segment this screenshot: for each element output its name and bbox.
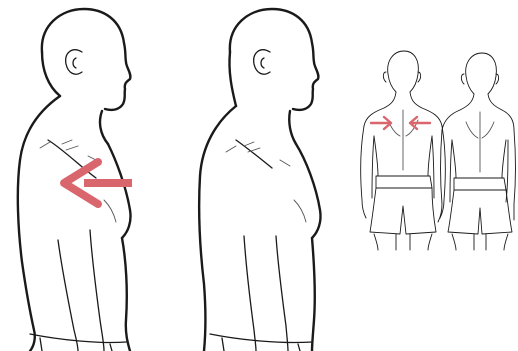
arrow-icon [410,117,430,129]
arrow-icon [371,117,391,129]
figure-side-after [199,9,320,351]
figure-back-left [361,51,446,250]
figure-back-right [438,53,516,250]
arrow-icon [64,162,132,204]
